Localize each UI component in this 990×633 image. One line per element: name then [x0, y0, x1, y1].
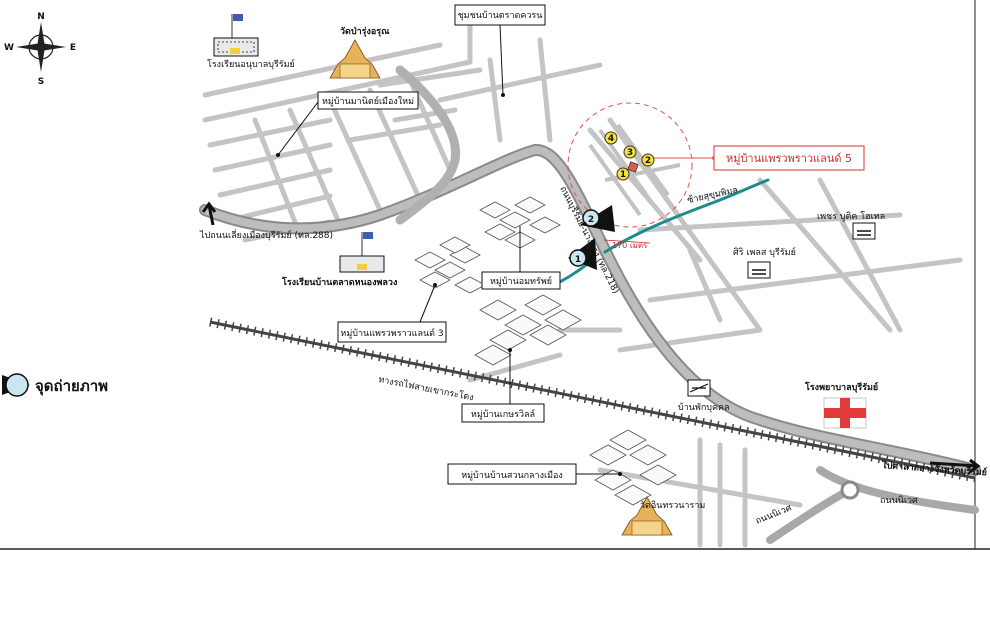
temple-top-label: วัดป่ารุ่งอรุณ: [340, 26, 390, 37]
village-phak-label: บ้านพักบุคคล: [678, 402, 730, 413]
marker-2-label: 2: [645, 156, 651, 166]
village-suan-dot: [618, 472, 622, 476]
hotel-icon-2: [747, 261, 771, 279]
marker-3[interactable]: 3: [623, 145, 637, 159]
village-oomsap-box: หมู่บ้านอมทรัพย์: [481, 271, 561, 290]
target-village-label: หมู่บ้านแพรวพราวแลนด์ 5: [726, 152, 852, 165]
compass-south: S: [38, 77, 44, 87]
major-roads: [199, 65, 981, 544]
road-niwet-1-label: ถนนนิเวศ: [880, 495, 918, 506]
arrow-to-city: [201, 201, 217, 226]
legend-label: จุดถ่ายภาพ: [35, 377, 108, 396]
viewpoint-1-label: 1: [575, 255, 581, 265]
railway-label: ทางรถไฟสายเขากระโดง: [377, 374, 474, 403]
school-mid-label: โรงเรียนบ้านตลาดหนองพลวง: [281, 276, 397, 288]
arrow-to-province: [929, 458, 981, 474]
community-leader: [499, 24, 504, 96]
marker-site-icon: [627, 161, 639, 173]
village-manit-dot: [276, 153, 280, 157]
marker-1[interactable]: 1: [616, 167, 630, 181]
compass-rose: N S W E: [4, 12, 76, 87]
community-box-label: ชุมชนบ้านตราดควรน: [458, 10, 543, 21]
target-village-box: หมู่บ้านแพรวพราวแลนด์ 5: [713, 145, 865, 171]
school-icon-mid: [339, 232, 385, 273]
distance-label: 170 เมตร: [612, 241, 648, 250]
marker-3-label: 3: [627, 148, 633, 158]
road-niwet-2-label: ถนนนิเวศ: [754, 502, 793, 526]
hospital-label: โรงพยาบาลบุรีรัมย์: [804, 381, 878, 393]
village-praew3-label: หมู่บ้านแพรวพราวแลนด์ 3: [340, 327, 443, 339]
village-manit-leader: [277, 101, 319, 156]
marker-4-label: 4: [608, 134, 614, 144]
village-kasem-dot: [508, 348, 512, 352]
marker-4[interactable]: 4: [604, 131, 618, 145]
temple-icon-top: [329, 39, 381, 79]
temple-bottom-label: วัดอินทรวนาราม: [640, 500, 705, 511]
roundabout: [840, 480, 860, 500]
hotel-2-label: ศิริ เพลส บุรีรัมย์: [733, 246, 796, 258]
building-clusters: [414, 196, 677, 506]
marker-1-label: 1: [620, 170, 626, 180]
village-praew3-leader: [419, 284, 436, 323]
village-suan-label: หมู่บ้านบ้านสวนกลางเมือง: [461, 470, 563, 481]
house-icon: [687, 379, 711, 397]
village-praew3-box: หมู่บ้านแพรวพราวแลนด์ 3: [337, 321, 447, 343]
village-oomsap-label: หมู่บ้านอมทรัพย์: [490, 275, 552, 287]
village-manit-box: หมู่บ้านมานิตย์เมืองใหม่: [317, 91, 419, 110]
compass-north: N: [37, 12, 45, 22]
village-kasem-box: หมู่บ้านเกษรวิลล์: [461, 403, 545, 423]
village-praew3-dot: [433, 283, 437, 287]
distance-tick: [603, 239, 651, 244]
school-top-label: โรงเรียนอนุบาลบุรีรัมย์: [207, 58, 295, 70]
viewpoint-2-label: 2: [588, 215, 594, 225]
compass-west: W: [4, 43, 14, 53]
village-suan-box: หมู่บ้านบ้านสวนกลางเมือง: [447, 463, 577, 485]
hospital-icon: [823, 397, 867, 429]
legend-viewpoint: จุดถ่ายภาพ: [2, 373, 108, 397]
compass-east: E: [70, 43, 76, 53]
minor-roads: [202, 7, 963, 548]
village-manit-label: หมู่บ้านมานิตย์เมืองใหม่: [322, 95, 414, 107]
village-kasem-label: หมู่บ้านเกษรวิลล์: [471, 408, 535, 420]
road-to-city-label: ไปถนนเลี่ยงเมืองบุรีรัมย์ (ทล.288): [199, 228, 333, 241]
viewpoint-1[interactable]: 1: [568, 238, 597, 270]
marker-2[interactable]: 2: [641, 153, 655, 167]
railway-line: [209, 317, 976, 483]
community-box: ชุมชนบ้านตราดควรน: [454, 4, 546, 26]
school-icon-top: [213, 14, 259, 57]
hotel-icon-1: [852, 222, 876, 240]
community-dot: [501, 93, 505, 97]
hotel-1-label: เพชร บูติค โฮเทล: [817, 211, 885, 222]
temple-icon-bottom: [621, 496, 673, 536]
viewpoint-2[interactable]: 2: [580, 205, 615, 232]
